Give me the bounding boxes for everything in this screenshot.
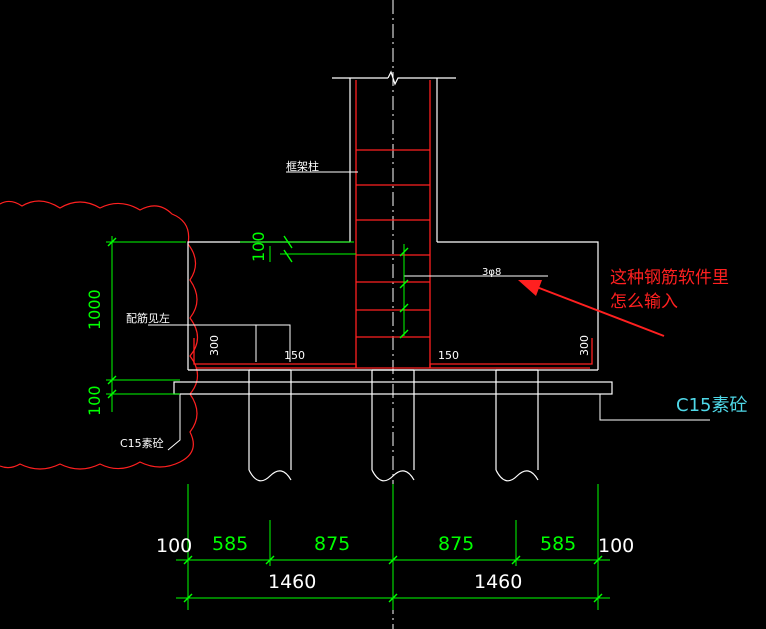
bottom-rebar-label: 配筋见左 xyxy=(126,311,170,325)
column-label: 框架柱 xyxy=(286,159,319,173)
dim-100-right: 100 xyxy=(598,535,634,557)
dim-585-right: 585 xyxy=(540,533,576,555)
dim-875-left: 875 xyxy=(314,533,350,555)
dim-ticks xyxy=(107,235,603,603)
dim-1460-left: 1460 xyxy=(268,571,316,593)
c15-cushion xyxy=(173,381,613,395)
piles xyxy=(248,369,539,482)
dim-100-top: 100 xyxy=(249,231,268,262)
annotation-line-1: 这种钢筋软件里 xyxy=(610,268,729,288)
rebar-label: 3φ8 xyxy=(482,267,501,278)
rebar xyxy=(193,80,593,369)
revision-cloud xyxy=(0,200,199,470)
annotation-arrow xyxy=(518,280,665,337)
dim-300-left: 300 xyxy=(208,335,221,356)
dim-100-left: 100 xyxy=(156,535,192,557)
dim-875-right: 875 xyxy=(438,533,474,555)
c15-main-label: C15素砼 xyxy=(676,395,747,416)
dim-150-left: 150 xyxy=(284,349,305,362)
leaders xyxy=(148,171,710,451)
annotation-line-2: 怎么输入 xyxy=(610,292,678,312)
dim-1000: 1000 xyxy=(85,289,104,330)
dim-150-right: 150 xyxy=(438,349,459,362)
c15-left-label: C15素砼 xyxy=(120,437,164,450)
dim-100-bottom: 100 xyxy=(85,385,104,416)
column-outline xyxy=(332,70,456,242)
dim-300-right: 300 xyxy=(578,335,591,356)
dim-585-left: 585 xyxy=(212,533,248,555)
dim-1460-right: 1460 xyxy=(474,571,522,593)
